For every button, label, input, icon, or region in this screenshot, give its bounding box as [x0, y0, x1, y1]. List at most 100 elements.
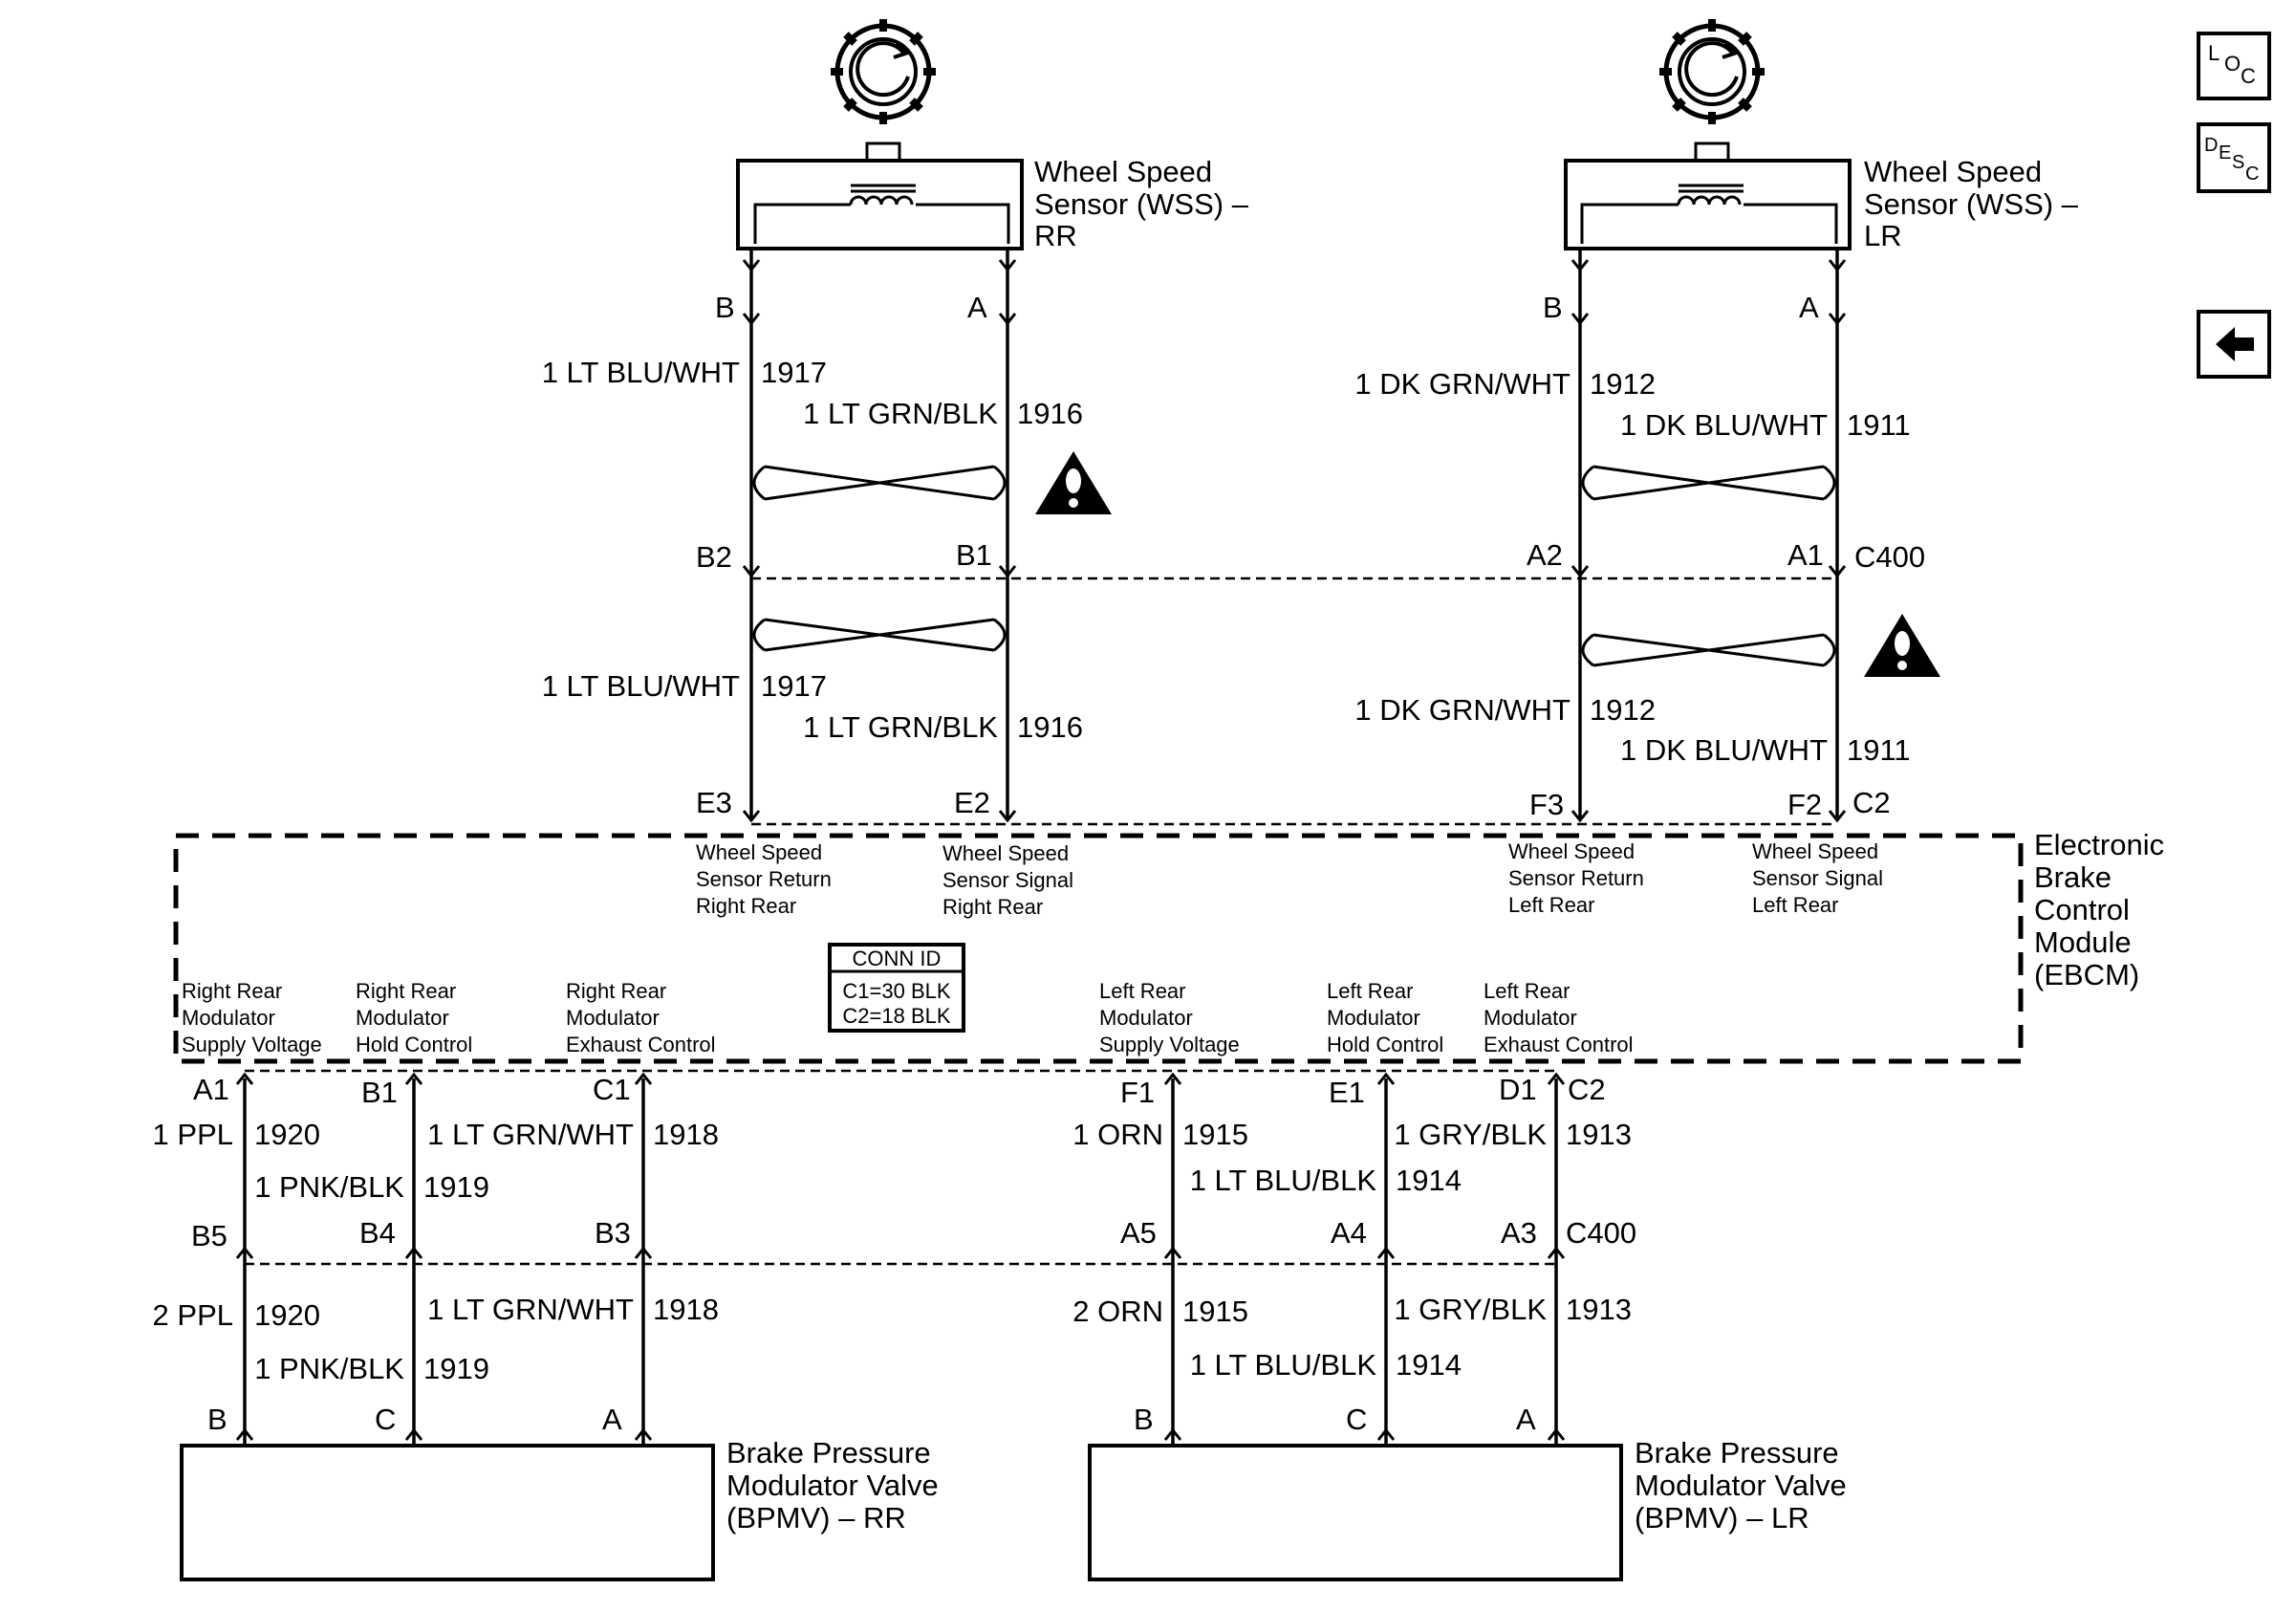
svg-text:Modulator: Modulator — [1099, 1006, 1193, 1030]
wire-rr-b-mid-color: 1 LT BLU/WHT — [542, 669, 740, 703]
svg-text:Left Rear: Left Rear — [1752, 893, 1839, 917]
svg-text:Sensor Signal: Sensor Signal — [1752, 866, 1883, 890]
wire-rr-b-color: 1 LT BLU/WHT — [542, 356, 740, 389]
ebcm-signal-top-4: Wheel Speed Sensor Signal Left Rear — [1752, 839, 1883, 917]
svg-text:E: E — [2219, 142, 2231, 163]
twisted-pair-lr-upper — [1581, 465, 1836, 501]
svg-text:Right Rear: Right Rear — [942, 895, 1043, 919]
svg-text:Left Rear: Left Rear — [1484, 979, 1570, 1003]
ebcm-bottom-pin-arrows — [235, 1072, 1566, 1085]
wheel-rotation-icon-rr — [831, 19, 936, 163]
bpmv-lr-title-1: Brake Pressure — [1635, 1436, 1839, 1469]
ebcm-signal-bottom-5: Left Rear Modulator Hold Control — [1327, 979, 1443, 1056]
bpmv-rr-pin-b: B — [207, 1403, 227, 1436]
c400-pin-b1: B1 — [956, 538, 992, 572]
wire-ltblu-2-color: 1 LT BLU/BLK — [1190, 1348, 1377, 1382]
wss-lr-coil — [1580, 184, 1838, 244]
warning-icon-upper — [1035, 451, 1112, 514]
wire-orn-2-color: 2 ORN — [1072, 1295, 1163, 1328]
svg-text:Wheel Speed: Wheel Speed — [696, 840, 822, 864]
wire-ltgrn-2-circuit: 1918 — [653, 1293, 719, 1326]
c400-pin-a4: A4 — [1331, 1216, 1367, 1250]
svg-text:Left Rear: Left Rear — [1327, 979, 1414, 1003]
conn-id-box: CONN ID C1=30 BLK C2=18 BLK — [828, 943, 965, 1033]
ebcm-pin-b1: B1 — [361, 1076, 398, 1109]
lower-wires — [243, 1078, 1558, 1446]
ebcm-signal-bottom-1: Right Rear Modulator Supply Voltage — [182, 979, 322, 1056]
svg-text:Exhaust Control: Exhaust Control — [566, 1033, 716, 1056]
svg-text:Modulator: Modulator — [356, 1006, 449, 1030]
wire-ppl-2-color: 2 PPL — [153, 1298, 233, 1332]
ebcm-title-2: Brake — [2034, 860, 2112, 894]
wire-rr-b-mid-circuit: 1917 — [761, 669, 827, 703]
wire-lr-b-circuit: 1912 — [1590, 367, 1656, 401]
wire-ppl-1-color: 1 PPL — [153, 1118, 233, 1151]
ebcm-pin-f2: F2 — [1787, 788, 1822, 821]
ebcm-title-5: (EBCM) — [2034, 958, 2139, 991]
ebcm-pin-e1: E1 — [1329, 1076, 1365, 1109]
c400-lower-connector — [235, 1246, 1566, 1266]
wss-lr-title-2: Sensor (WSS) – — [1864, 187, 2079, 221]
ebcm-signal-bottom-2: Right Rear Modulator Hold Control — [356, 979, 472, 1056]
svg-text:O: O — [2224, 52, 2241, 76]
c400-pin-b4: B4 — [359, 1216, 396, 1250]
wire-pnk-2-color: 1 PNK/BLK — [254, 1352, 404, 1385]
wire-ltblu-2-circuit: 1914 — [1396, 1348, 1462, 1382]
ebcm-signal-top-1: Wheel Speed Sensor Return Right Rear — [696, 840, 832, 918]
upper-wires — [749, 249, 1839, 820]
svg-text:Modulator: Modulator — [1327, 1006, 1420, 1030]
svg-text:Left Rear: Left Rear — [1508, 893, 1595, 917]
c400-upper-label: C400 — [1854, 540, 1925, 574]
wire-rr-b-circuit: 1917 — [761, 356, 827, 389]
wss-lr-pin-a: A — [1799, 291, 1819, 324]
wss-rr-pin-a: A — [967, 291, 987, 324]
svg-text:Sensor Signal: Sensor Signal — [942, 868, 1073, 892]
wss-rr-coil — [753, 184, 1010, 244]
wire-ltgrn-1-color: 1 LT GRN/WHT — [427, 1118, 634, 1151]
bpmv-pin-arrows — [235, 1427, 1566, 1441]
desc-button[interactable]: D E S C — [2197, 122, 2271, 193]
ebcm-pin-e2: E2 — [954, 786, 990, 819]
svg-text:Sensor Return: Sensor Return — [1508, 866, 1644, 890]
wss-rr-pin-b: B — [715, 291, 735, 324]
wire-pnk-1-color: 1 PNK/BLK — [254, 1170, 404, 1204]
c400-pin-b5: B5 — [191, 1219, 227, 1252]
bpmv-lr-box — [1088, 1444, 1623, 1581]
wss-lr-pin-b: B — [1543, 291, 1563, 324]
wire-ltblu-1-circuit: 1914 — [1396, 1164, 1462, 1197]
svg-text:Left Rear: Left Rear — [1099, 979, 1186, 1003]
bpmv-lr-pin-c: C — [1346, 1403, 1367, 1436]
wire-pnk-2-circuit: 1919 — [423, 1352, 489, 1385]
c400-lower-label: C400 — [1566, 1216, 1636, 1250]
svg-text:Hold Control: Hold Control — [1327, 1033, 1443, 1056]
ebcm-pin-e3: E3 — [696, 786, 732, 819]
wire-ltgrn-2-color: 1 LT GRN/WHT — [427, 1293, 634, 1326]
svg-text:Wheel Speed: Wheel Speed — [942, 841, 1069, 865]
back-button[interactable] — [2197, 310, 2271, 379]
wheel-rotation-icon-lr — [1659, 19, 1765, 163]
wire-lr-a-circuit: 1911 — [1847, 408, 1911, 442]
wss-rr-title-2: Sensor (WSS) – — [1034, 187, 1249, 221]
svg-text:C2=18 BLK: C2=18 BLK — [842, 1004, 950, 1028]
wss-rr-title-3: RR — [1034, 219, 1077, 252]
svg-text:L: L — [2208, 41, 2220, 65]
ebcm-pin-c1: C1 — [593, 1073, 631, 1106]
ebcm-pin-f3: F3 — [1529, 788, 1564, 821]
wire-lr-a-mid-color: 1 DK BLU/WHT — [1620, 733, 1828, 767]
ebcm-pin-a1: A1 — [193, 1073, 229, 1106]
wire-ltgrn-1-circuit: 1918 — [653, 1118, 719, 1151]
svg-text:Modulator: Modulator — [182, 1006, 275, 1030]
loc-button[interactable]: L O C — [2197, 32, 2271, 100]
wire-pnk-1-circuit: 1919 — [423, 1170, 489, 1204]
bpmv-lr-title-2: Modulator Valve — [1635, 1469, 1847, 1502]
back-arrow-icon — [2216, 327, 2254, 361]
wss-lr-title-3: LR — [1864, 219, 1902, 252]
bpmv-rr-box — [180, 1444, 715, 1581]
wire-orn-1-circuit: 1915 — [1182, 1118, 1248, 1151]
wire-lr-a-mid-circuit: 1911 — [1847, 733, 1911, 767]
svg-text:C1=30 BLK: C1=30 BLK — [842, 979, 950, 1003]
wire-ppl-2-circuit: 1920 — [254, 1298, 320, 1332]
c400-pin-b3: B3 — [595, 1216, 631, 1250]
c400-pin-a2: A2 — [1527, 538, 1563, 572]
wire-ltblu-1-color: 1 LT BLU/BLK — [1190, 1164, 1377, 1197]
